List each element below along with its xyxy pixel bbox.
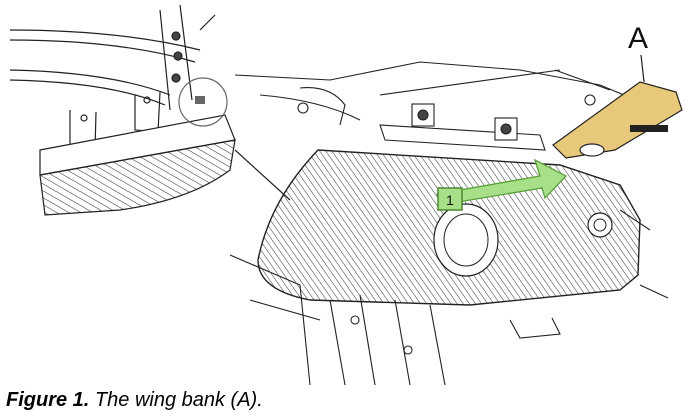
wing-bank-bracket	[552, 81, 683, 159]
vehicle-frame	[229, 61, 669, 385]
callout-number: 1	[446, 192, 454, 208]
leader-line	[234, 149, 291, 201]
inset-detail	[9, 4, 236, 216]
caption-text: The wing bank (A).	[94, 389, 263, 411]
figure-caption: Figure 1. The wing bank (A).	[6, 389, 263, 412]
part-leader	[640, 54, 645, 83]
headlamp-lens	[257, 149, 641, 306]
headlamp-illustration: A 1	[9, 4, 683, 385]
callout-arrow	[436, 158, 568, 211]
part-letter-label: A	[628, 22, 648, 55]
caption-label: Figure 1.	[6, 389, 90, 411]
